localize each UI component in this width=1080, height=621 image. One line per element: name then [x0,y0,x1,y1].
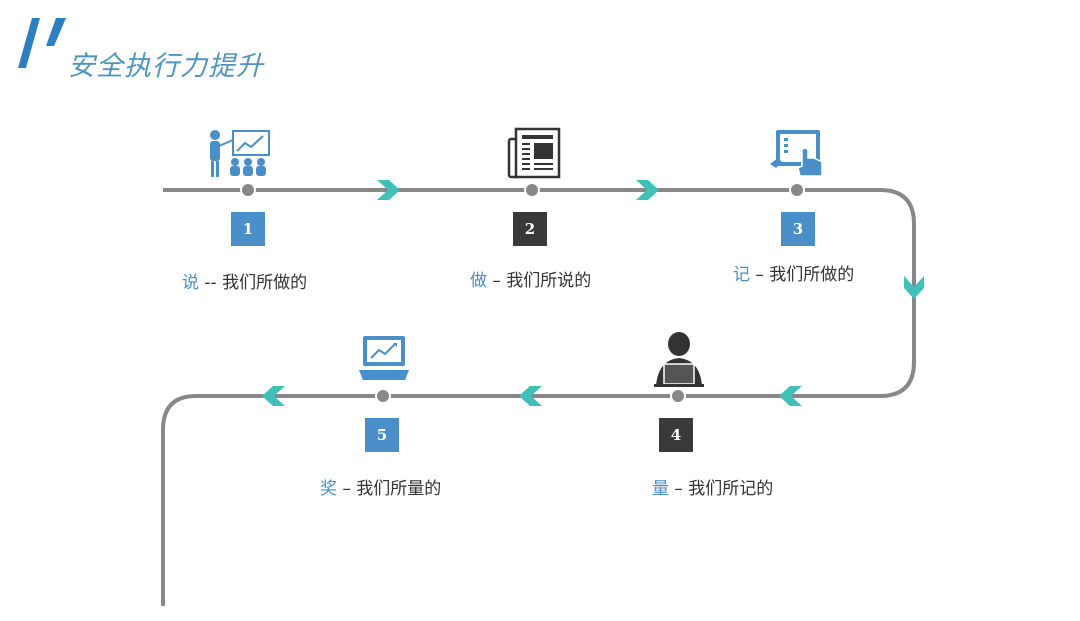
laptop-chart-icon [359,336,409,380]
step-dot [670,388,686,404]
arrow-right-icon [636,180,659,200]
step-dot [789,182,805,198]
step-5-label: 奖 – 我们所量的 [320,474,441,499]
step-1-desc: -- 我们所做的 [199,273,308,293]
presentation-icon [210,130,270,177]
step-2-label: 做 – 我们所说的 [470,266,591,291]
person-laptop-icon [654,332,704,387]
tablet-touch-icon [770,130,823,177]
step-3-desc: – 我们所做的 [750,265,855,285]
step-1-key: 说 [182,273,199,293]
step-4-key: 量 [652,479,669,499]
step-4-label: 量 – 我们所记的 [652,474,773,499]
step-5-desc: – 我们所量的 [337,479,442,499]
step-1-label: 说 -- 我们所做的 [182,268,307,293]
step-2-key: 做 [470,271,487,291]
logo-slash-icon [18,18,66,68]
step-2-badge: 2 [513,212,547,246]
step-3-badge: 3 [781,212,815,246]
step-4-badge: 4 [659,418,693,452]
step-3-label: 记 – 我们所做的 [733,260,854,285]
step-4-desc: – 我们所记的 [669,479,774,499]
step-dot [524,182,540,198]
step-1-badge: 1 [231,212,265,246]
arrow-down-icon [904,276,924,299]
newspaper-icon [507,127,561,179]
arrow-right-icon [377,180,400,200]
arrow-left-icon [262,386,285,406]
arrow-left-icon [779,386,802,406]
step-2-desc: – 我们所说的 [487,271,592,291]
step-dot [240,182,256,198]
step-dot [375,388,391,404]
step-5-badge: 5 [365,418,399,452]
step-3-key: 记 [733,265,750,285]
step-5-key: 奖 [320,479,337,499]
page-title: 安全执行力提升 [68,51,264,82]
arrow-left-icon [519,386,542,406]
